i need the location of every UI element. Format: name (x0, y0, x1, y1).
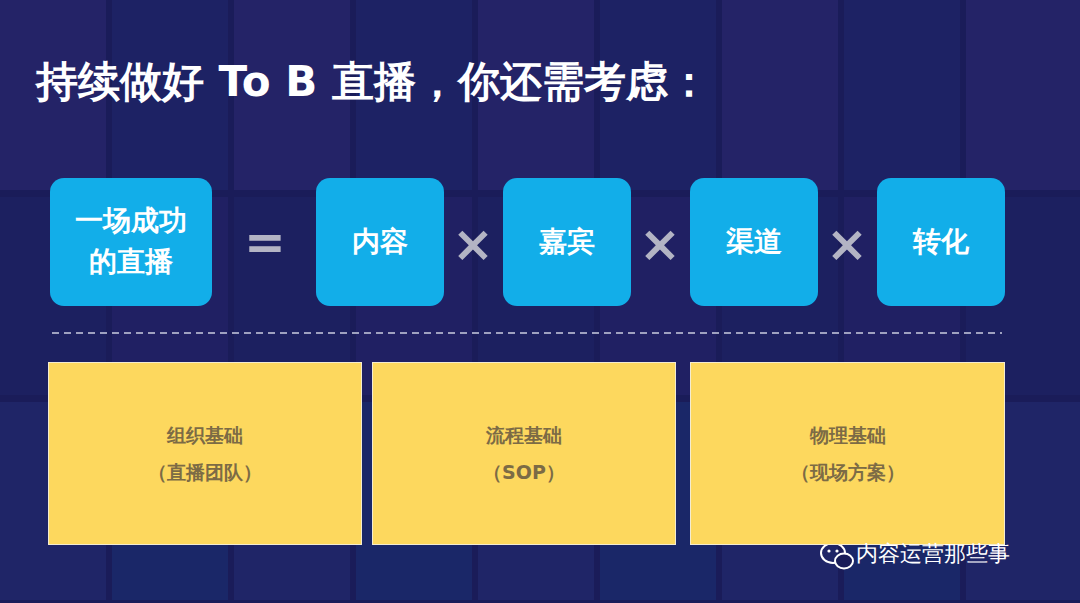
dashed-divider (52, 332, 1002, 334)
multiply-sign: × (826, 217, 868, 272)
box-label: 组织基础 (167, 417, 243, 453)
multiply-sign: × (639, 217, 681, 272)
factor-box: 转化 (877, 178, 1005, 306)
wechat-icon (821, 543, 853, 569)
watermark: 内容运营那些事 (856, 542, 1010, 566)
foundation-box: 物理基础（现场方案） (690, 362, 1005, 545)
result-box: 一场成功 的直播 (50, 178, 212, 306)
equals-sign: = (244, 215, 286, 270)
slide-title: 持续做好 To B 直播，你还需考虑： (36, 54, 710, 110)
box-sublabel: （SOP） (483, 454, 565, 490)
box-label: 物理基础 (810, 417, 886, 453)
foundation-box: 流程基础（SOP） (372, 362, 676, 545)
multiply-sign: × (452, 217, 494, 272)
box-sublabel: （直播团队） (148, 454, 262, 490)
foundation-box: 组织基础（直播团队） (48, 362, 362, 545)
box-label: 转化 (913, 222, 969, 263)
factor-box: 内容 (316, 178, 444, 306)
factor-box: 嘉宾 (503, 178, 631, 306)
box-label: 渠道 (726, 222, 782, 263)
box-label: 流程基础 (486, 417, 562, 453)
box-label: 一场成功 的直播 (72, 201, 190, 282)
box-label: 内容 (352, 222, 408, 263)
box-sublabel: （现场方案） (791, 454, 905, 490)
factor-box: 渠道 (690, 178, 818, 306)
box-label: 嘉宾 (539, 222, 595, 263)
